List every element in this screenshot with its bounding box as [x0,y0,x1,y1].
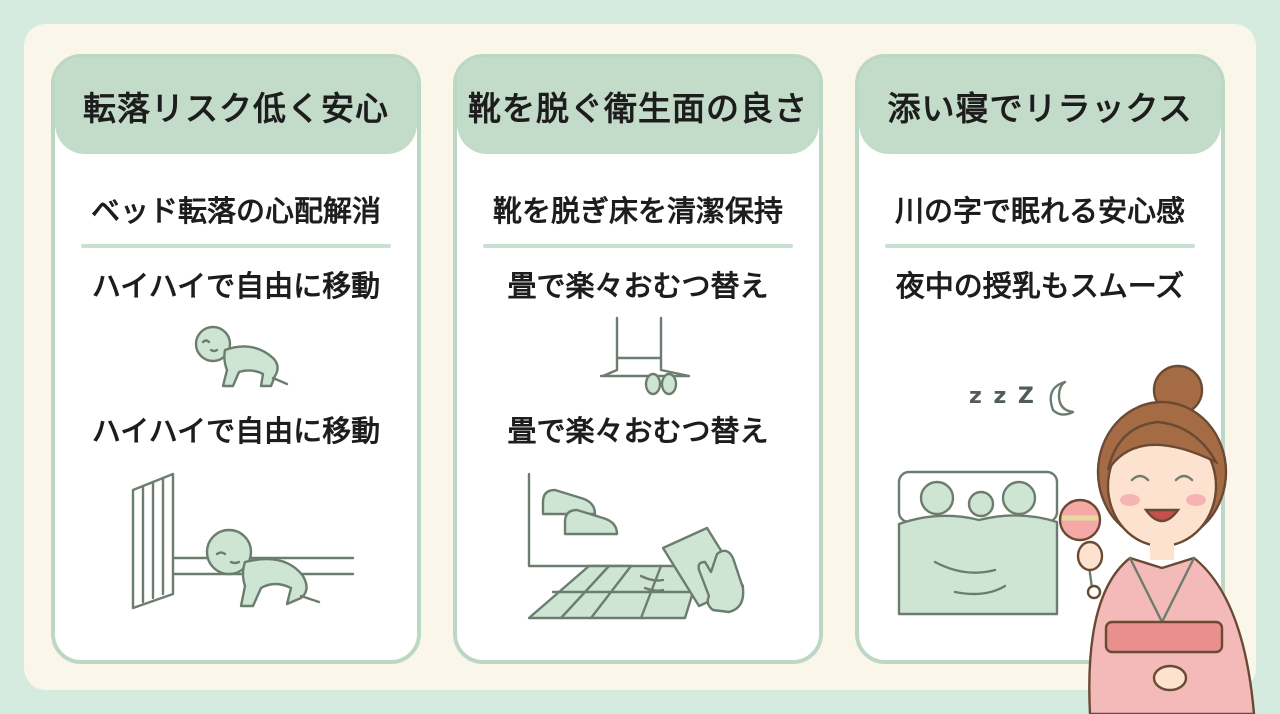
column-line: 川の字で眠れる安心感 [894,194,1185,228]
column-co-sleeping: 添い寝でリラックス 川の字で眠れる安心感 夜中の授乳もスムーズ z z Z [855,54,1225,664]
crawling-baby-icon [194,325,289,388]
column-line: 畳で楽々おむつ替え [507,414,769,448]
mother-with-rattle-icon [1058,364,1256,714]
baby-near-railing-icon [131,472,355,610]
column-header: 転落リスク低く安心 [55,58,417,154]
sleep-z-text: z z Z [969,384,1036,409]
shoes-and-wiping-floor-icon [527,472,745,620]
moon-icon [1049,380,1075,416]
column-line: ハイハイで自由に移動 [91,414,381,448]
column-fall-safety: 転落リスク低く安心 ベッド転落の心配解消 ハイハイで自由に移動 ハイハイで自由に… [51,54,421,664]
column-line: 畳で楽々おむつ替え [507,269,769,303]
column-header: 添い寝でリラックス [859,58,1221,154]
divider [483,244,793,248]
column-line: ハイハイで自由に移動 [91,269,381,303]
divider [885,244,1195,248]
column-line: 靴を脱ぎ床を清潔保持 [492,194,783,228]
family-co-sleeping-icon [897,470,1059,616]
column-hygiene: 靴を脱ぐ衛生面の良さ 靴を脱ぎ床を清潔保持 畳で楽々おむつ替え 畳で楽々おむつ替… [453,54,823,664]
entrance-slippers-icon [599,316,691,396]
column-header: 靴を脱ぐ衛生面の良さ [457,58,819,154]
column-line: ベッド転落の心配解消 [90,194,381,228]
column-line: 夜中の授乳もスムーズ [895,269,1185,303]
divider [81,244,391,248]
